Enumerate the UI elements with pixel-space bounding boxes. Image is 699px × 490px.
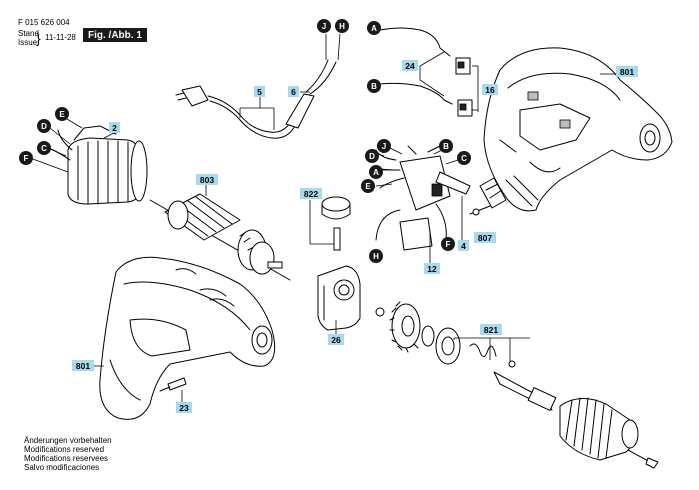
leader-lines xyxy=(29,73,616,367)
issue-label: Issue xyxy=(18,38,38,47)
part-label-822: 822 xyxy=(300,188,322,199)
svg-text:J: J xyxy=(322,22,326,31)
svg-text:16: 16 xyxy=(485,85,495,95)
part-label-803: 803 xyxy=(196,174,218,185)
svg-text:807: 807 xyxy=(478,233,492,243)
part-label-821: 821 xyxy=(480,324,502,335)
svg-text:E: E xyxy=(59,110,65,119)
svg-text:801: 801 xyxy=(620,67,634,77)
screw-23 xyxy=(159,377,187,402)
svg-text:821: 821 xyxy=(484,325,498,335)
svg-text:E: E xyxy=(365,182,371,191)
svg-text:803: 803 xyxy=(200,175,214,185)
svg-text:F: F xyxy=(24,154,29,163)
footer-line-es: Salvo modificaciones xyxy=(24,463,100,472)
drill-chuck xyxy=(559,397,639,461)
svg-text:J: J xyxy=(382,142,386,151)
svg-text:A: A xyxy=(371,24,377,33)
part-label-5: 5 xyxy=(254,86,265,97)
figure-label: Fig. /Abb. 1 xyxy=(83,28,147,42)
svg-text:D: D xyxy=(369,152,375,161)
svg-text:801: 801 xyxy=(76,361,90,371)
footer-notes: Änderungen vorbehalten Modifications res… xyxy=(24,436,112,472)
document-number: F 015 626 004 xyxy=(18,18,70,27)
switch-assembly xyxy=(375,145,471,262)
svg-text:26: 26 xyxy=(331,335,341,345)
issue-date: 11-11-28 xyxy=(45,33,76,42)
svg-text:24: 24 xyxy=(405,61,415,71)
svg-text:A: A xyxy=(373,168,379,177)
svg-text:H: H xyxy=(339,22,345,31)
chuck-screw xyxy=(627,449,659,469)
callout-j-top: J xyxy=(317,19,331,33)
field-stator xyxy=(47,125,148,205)
part-label-16: 16 xyxy=(482,84,498,95)
selector-knob xyxy=(309,196,351,251)
callout-e-left: E xyxy=(55,107,69,121)
bearing-plate xyxy=(317,265,361,331)
part-label-24: 24 xyxy=(402,60,418,71)
callout-f-left: F xyxy=(19,151,33,165)
svg-text:2: 2 xyxy=(112,123,117,133)
svg-text:822: 822 xyxy=(304,189,318,199)
callout-h-top: H xyxy=(335,19,349,33)
part-label-4: 4 xyxy=(458,240,469,251)
part-label-807: 807 xyxy=(474,232,496,243)
callout-e-switch: E xyxy=(361,179,375,193)
svg-text:B: B xyxy=(443,142,449,151)
part-label-23: 23 xyxy=(176,402,192,413)
callout-b-switch: B xyxy=(439,139,453,153)
footer-line-en: Modifications reserved xyxy=(24,445,105,454)
callout-j-switch: J xyxy=(377,139,391,153)
svg-text:5: 5 xyxy=(257,87,262,97)
callout-a-switch: A xyxy=(369,165,383,179)
svg-text:H: H xyxy=(373,252,379,261)
switch-cables xyxy=(379,27,479,117)
callout-h-switch: H xyxy=(369,249,383,263)
part-label-2: 2 xyxy=(109,122,120,133)
callout-a-top: A xyxy=(367,21,381,35)
callout-c-left: C xyxy=(37,141,51,155)
mains-cable xyxy=(175,33,341,139)
part-label-801-left: 801 xyxy=(72,360,94,371)
svg-text:F: F xyxy=(446,240,451,249)
brace-glyph: } xyxy=(36,30,41,46)
part-label-6: 6 xyxy=(288,86,299,97)
gear-train xyxy=(375,301,557,411)
callout-f-switch: F xyxy=(441,237,455,251)
callout-b-top: B xyxy=(367,79,381,93)
callout-c-switch: C xyxy=(457,151,471,165)
svg-text:4: 4 xyxy=(461,241,466,251)
switch-lever-807 xyxy=(469,177,507,216)
part-label-26: 26 xyxy=(328,334,344,345)
svg-text:12: 12 xyxy=(427,264,437,274)
housing-left-half xyxy=(99,256,276,420)
armature xyxy=(149,193,291,281)
svg-text:23: 23 xyxy=(179,403,189,413)
callout-d-switch: D xyxy=(365,149,379,163)
footer-line-fr: Modifications reservees xyxy=(24,454,109,463)
part-label-801-right: 801 xyxy=(616,66,638,77)
svg-text:6: 6 xyxy=(291,87,296,97)
part-label-12: 12 xyxy=(424,263,440,274)
svg-text:B: B xyxy=(371,82,377,91)
stand-label: Stand xyxy=(18,29,39,38)
footer-line-de: Änderungen vorbehalten xyxy=(24,436,112,445)
callout-d-left: D xyxy=(37,119,51,133)
svg-text:D: D xyxy=(41,122,47,131)
svg-text:C: C xyxy=(461,154,467,163)
housing-right-half xyxy=(483,47,673,212)
svg-text:C: C xyxy=(41,144,47,153)
